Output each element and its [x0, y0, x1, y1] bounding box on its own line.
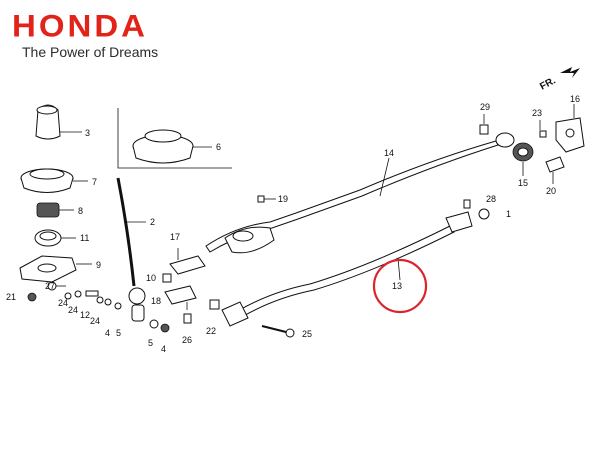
callout-24c: 24: [90, 316, 100, 326]
callout-18: 18: [151, 296, 161, 306]
callout-26: 26: [182, 335, 192, 345]
callout-11: 11: [80, 233, 89, 243]
callout-4a: 4: [105, 328, 110, 338]
mount-bracket-16-part: [555, 104, 585, 153]
callout-23: 23: [532, 108, 542, 118]
callout-19: 19: [278, 194, 288, 204]
collar-20-part: [545, 156, 565, 184]
shift-lever-part: [116, 177, 146, 322]
callout-24b: 24: [68, 305, 78, 315]
callout-4b: 4: [161, 344, 166, 354]
callout-7: 7: [92, 177, 97, 187]
honda-logo: HONDA: [12, 8, 148, 44]
linkage-bracket-part: [162, 248, 220, 310]
callout-8: 8: [78, 206, 83, 216]
small-hardware-parts: [27, 281, 170, 333]
plate-part: [19, 255, 92, 283]
callout-29: 29: [480, 102, 490, 112]
callout-20: 20: [546, 186, 556, 196]
callout-27: 27: [45, 281, 55, 291]
bushing-15-part: [512, 142, 534, 176]
callout-14: 14: [384, 148, 394, 158]
callout-2: 2: [150, 217, 155, 227]
callout-17: 17: [170, 232, 180, 242]
shift-boot-part: [20, 168, 88, 193]
direction-label: FR.: [538, 75, 558, 92]
bolt-29-part: [479, 114, 489, 135]
front-direction-marker: FR.: [538, 67, 580, 93]
callout-9: 9: [96, 260, 101, 270]
callout-21: 21: [6, 292, 16, 302]
bushing-part: [36, 202, 74, 218]
bolt-25-part: [261, 325, 295, 338]
callout-5b: 5: [148, 338, 153, 348]
callout-6: 6: [216, 142, 221, 152]
callout-15: 15: [518, 178, 528, 188]
callout-13: 13: [392, 281, 402, 291]
callout-10: 10: [146, 273, 156, 283]
callout-12: 12: [80, 310, 90, 320]
callout-24a: 24: [58, 298, 68, 308]
shift-rod-part: [205, 132, 515, 254]
callout-25: 25: [302, 329, 312, 339]
shift-knob-part: [35, 104, 82, 140]
callout-5a: 5: [116, 328, 121, 338]
bolt-26-part: [183, 302, 192, 324]
front-arrow-icon: [560, 67, 580, 78]
brand-tagline: The Power of Dreams: [22, 44, 159, 60]
brand-header: HONDA The Power of Dreams: [12, 8, 212, 60]
extension-rod-part: [221, 199, 490, 327]
callout-22: 22: [206, 326, 216, 336]
callout-3: 3: [85, 128, 90, 138]
callout-1: 1: [506, 209, 511, 219]
callout-28: 28: [486, 194, 496, 204]
ring-part: [34, 229, 76, 247]
boot-inset-box: [117, 108, 232, 169]
callout-16: 16: [570, 94, 580, 104]
bolt-23-part: [539, 120, 547, 138]
highlight-circle: [372, 258, 428, 314]
bolt-19-part: [257, 195, 276, 203]
